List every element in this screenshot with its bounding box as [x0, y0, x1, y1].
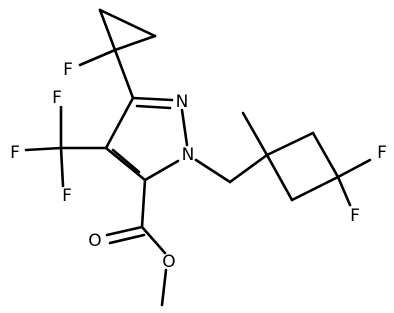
- bond: [180, 108, 189, 147]
- bond: [135, 104, 172, 110]
- cyclopropyl-ring: [78, 8, 157, 67]
- bond: [104, 146, 147, 182]
- bond: [160, 268, 168, 307]
- atom-label-fluorine: F: [10, 143, 20, 163]
- atom-label-oxygen: O: [88, 231, 101, 251]
- atom-label-fluorine: F: [52, 88, 62, 108]
- bond: [228, 153, 269, 184]
- methyl-ester-group: [105, 178, 168, 307]
- bond: [143, 159, 180, 182]
- bond: [140, 178, 147, 229]
- bond: [265, 153, 294, 202]
- bond: [108, 233, 146, 245]
- bond: [241, 111, 269, 157]
- bond: [265, 131, 315, 157]
- bond: [194, 158, 232, 184]
- bond: [24, 146, 63, 152]
- bond: [311, 131, 340, 179]
- atom-label-fluorine: F: [62, 186, 72, 206]
- bond: [98, 8, 117, 52]
- bond: [113, 34, 157, 52]
- bond: [336, 158, 372, 179]
- atom-label-nitrogen: N: [176, 92, 189, 112]
- bond: [105, 225, 144, 237]
- bond: [104, 96, 135, 150]
- atom-label-fluorine: F: [350, 206, 360, 226]
- bond: [113, 48, 135, 100]
- bond: [111, 148, 141, 174]
- bond: [336, 175, 352, 207]
- bond: [290, 175, 340, 202]
- bond: [59, 146, 65, 188]
- trifluoromethyl-group: [24, 105, 108, 188]
- bond: [140, 225, 167, 255]
- atom-label-fluorine: F: [377, 143, 387, 163]
- atom-label-nitrogen: N: [182, 145, 195, 165]
- atom-label-fluorine: F: [63, 60, 73, 80]
- bond: [131, 96, 174, 102]
- cyclobutylmethyl-group: [194, 111, 372, 207]
- pyrazole-ring: [104, 96, 189, 182]
- atom-label-oxygen: O: [162, 252, 175, 272]
- bond: [78, 48, 117, 67]
- bond: [98, 8, 157, 38]
